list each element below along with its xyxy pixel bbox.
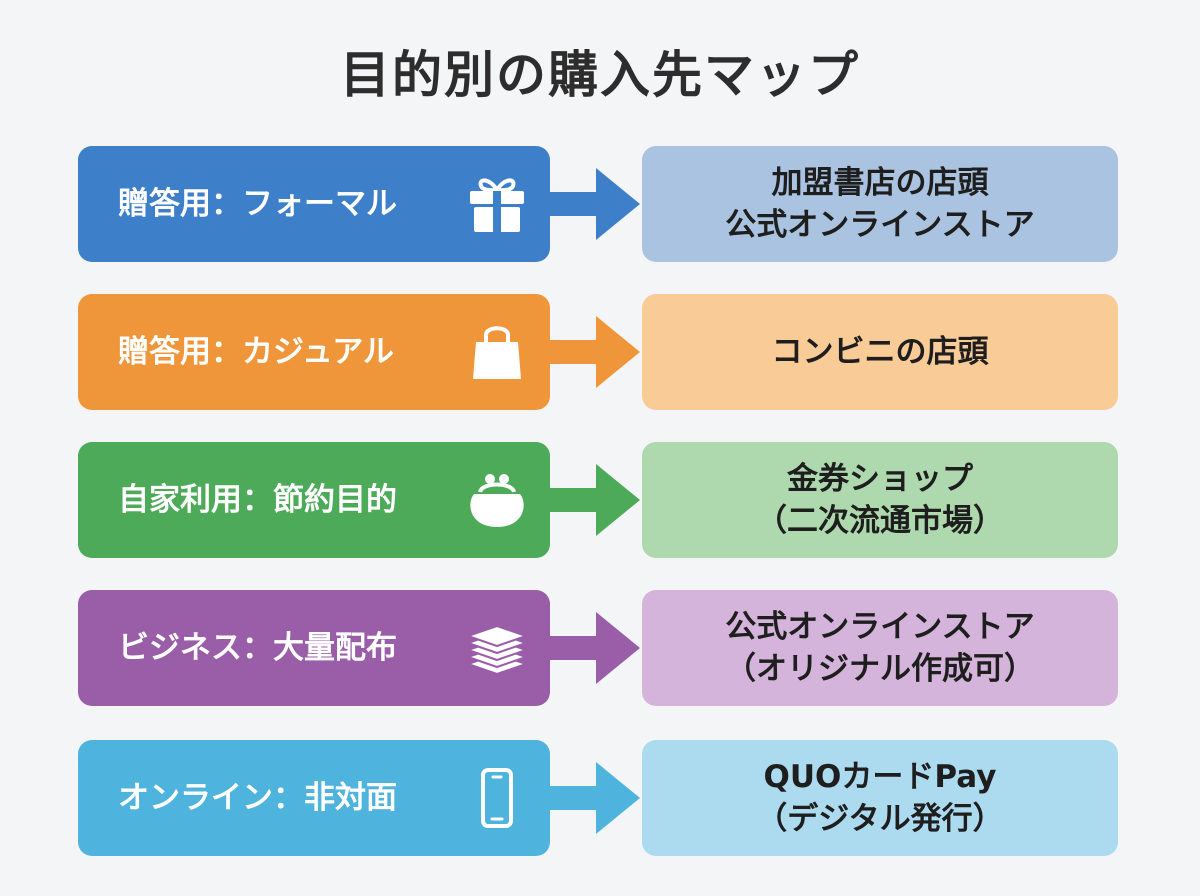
destination-line: 加盟書店の店頭 <box>771 165 989 201</box>
arrow-right-icon <box>548 762 640 834</box>
purchase-row: ビジネス：大量配布 公式オンラインストア （オリジナル作成可） <box>0 590 1200 706</box>
destination-box: 加盟書店の店頭 公式オンラインストア <box>642 146 1118 262</box>
destination-line: 公式オンラインストア <box>725 609 1035 645</box>
purpose-box: 贈答用：カジュアル <box>78 294 550 410</box>
destination-line: 公式オンラインストア <box>725 207 1035 243</box>
purpose-label: オンライン：非対面 <box>118 780 397 816</box>
destination-box: QUOカードPay （デジタル発行） <box>642 740 1118 856</box>
purpose-box: オンライン：非対面 <box>78 740 550 856</box>
destination-line: （二次流通市場） <box>756 503 1004 539</box>
purchase-row: オンライン：非対面 QUOカードPay （デジタル発行） <box>0 740 1200 856</box>
destination-box: 金券ショップ （二次流通市場） <box>642 442 1118 558</box>
purchase-row: 贈答用：フォーマル 加盟書店の店頭 公式オンラインストア <box>0 146 1200 262</box>
arrow-right-icon <box>548 464 640 536</box>
purpose-label: 贈答用：カジュアル <box>118 334 394 370</box>
destination-line: （オリジナル作成可） <box>725 651 1035 687</box>
destination-line: QUOカードPay <box>763 759 997 795</box>
gift-box-icon <box>464 174 530 234</box>
shopping-bag-icon <box>464 322 530 382</box>
purpose-label: ビジネス：大量配布 <box>118 630 397 666</box>
card-stack-icon <box>464 618 530 678</box>
purpose-box: 自家利用：節約目的 <box>78 442 550 558</box>
smartphone-icon <box>464 768 530 828</box>
destination-line: 金券ショップ <box>787 461 973 497</box>
destination-box: 公式オンラインストア （オリジナル作成可） <box>642 590 1118 706</box>
arrow-right-icon <box>548 316 640 388</box>
destination-line: コンビニの店頭 <box>771 334 989 370</box>
purpose-label: 贈答用：フォーマル <box>118 186 397 222</box>
coin-purse-icon <box>464 470 530 530</box>
purchase-row: 自家利用：節約目的 金券ショップ （二次流通市場） <box>0 442 1200 558</box>
purchase-row: 贈答用：カジュアル コンビニの店頭 <box>0 294 1200 410</box>
purpose-label: 自家利用：節約目的 <box>118 482 397 518</box>
destination-line: （デジタル発行） <box>756 801 1004 837</box>
arrow-right-icon <box>548 612 640 684</box>
page-title: 目的別の購入先マップ <box>340 46 860 104</box>
purpose-box: 贈答用：フォーマル <box>78 146 550 262</box>
purpose-box: ビジネス：大量配布 <box>78 590 550 706</box>
arrow-right-icon <box>548 168 640 240</box>
destination-box: コンビニの店頭 <box>642 294 1118 410</box>
